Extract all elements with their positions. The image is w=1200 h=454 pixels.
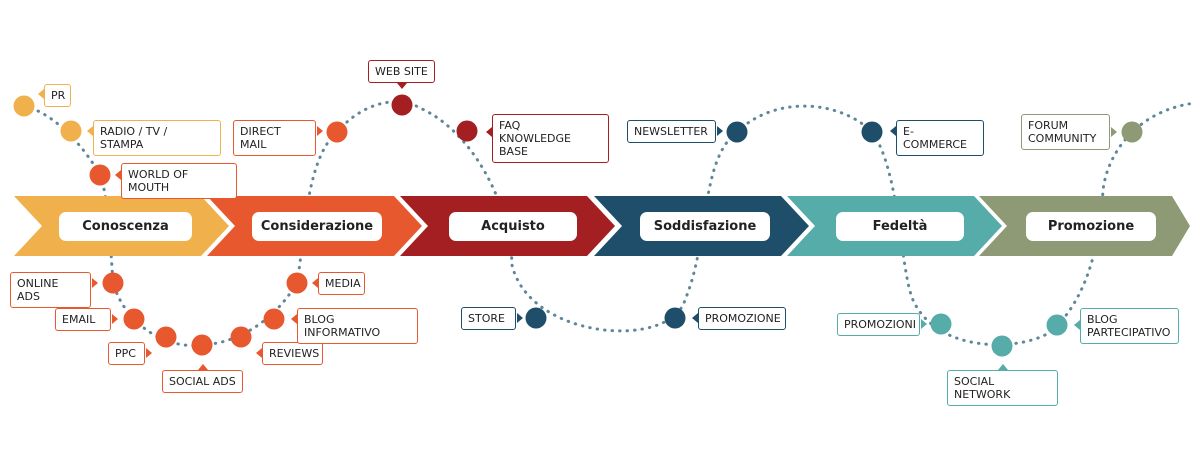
touchpoint-label-ppc: PPC — [108, 342, 145, 365]
touchpoint-dot-online-ads — [102, 272, 124, 294]
touchpoint-dot-social-ads — [191, 334, 213, 356]
touchpoint-label-media: MEDIA — [318, 272, 365, 295]
touchpoint-pointer-direct-mail — [317, 126, 323, 136]
touchpoint-label-radio-tv-stampa: RADIO / TV / STAMPA — [93, 120, 221, 156]
touchpoint-dot-web-site — [391, 94, 413, 116]
touchpoint-dot-direct-mail — [326, 121, 348, 143]
touchpoint-pointer-social-ads — [197, 364, 208, 370]
touchpoint-pointer-pr — [38, 89, 44, 99]
touchpoint-label-direct-mail: DIRECT MAIL — [233, 120, 316, 156]
touchpoint-label-web-site: WEB SITE — [368, 60, 435, 83]
touchpoint-pointer-blog-partecipativo — [1074, 320, 1080, 330]
touchpoint-dot-world-of-mouth — [89, 164, 111, 186]
touchpoint-label-e-commerce: E-COMMERCE — [896, 120, 984, 156]
touchpoint-label-online-ads: ONLINE ADS — [10, 272, 91, 308]
touchpoint-dot-e-commerce — [861, 121, 883, 143]
touchpoint-label-social-network: SOCIAL NETWORK — [947, 370, 1058, 406]
stage-label-promozione: Promozione — [1026, 212, 1156, 241]
touchpoint-label-blog-informativo: BLOG INFORMATIVO — [297, 308, 418, 344]
touchpoint-label-faq: FAQ KNOWLEDGE BASE — [492, 114, 609, 163]
touchpoint-pointer-email — [112, 314, 118, 324]
touchpoint-label-promozioni: PROMOZIONI — [837, 313, 920, 336]
touchpoint-pointer-promozioni — [921, 319, 927, 329]
touchpoint-dot-ppc — [155, 326, 177, 348]
touchpoint-label-email: EMAIL — [55, 308, 111, 331]
touchpoint-dot-email — [123, 308, 145, 330]
touchpoint-pointer-reviews — [256, 348, 262, 358]
touchpoint-dot-blog-informativo — [263, 308, 285, 330]
touchpoint-label-pr: PR — [44, 84, 71, 107]
stage-label-conoscenza: Conoscenza — [59, 212, 192, 241]
touchpoint-label-newsletter: NEWSLETTER — [627, 120, 716, 143]
touchpoint-pointer-online-ads — [92, 278, 98, 288]
touchpoint-pointer-blog-informativo — [291, 314, 297, 324]
touchpoint-label-store: STORE — [461, 307, 516, 330]
stage-label-fedelta: Fedeltà — [836, 212, 964, 241]
touchpoint-dot-store — [525, 307, 547, 329]
stage-label-considerazione: Considerazione — [252, 212, 382, 241]
touchpoint-dot-promozioni — [930, 313, 952, 335]
touchpoint-dot-blog-partecipativo — [1046, 314, 1068, 336]
touchpoint-pointer-faq — [486, 126, 492, 137]
stage-label-acquisto: Acquisto — [449, 212, 577, 241]
touchpoint-dot-faq — [456, 120, 478, 142]
touchpoint-dot-social-network — [991, 335, 1013, 357]
touchpoint-pointer-promozione-tp — [692, 313, 698, 323]
touchpoint-dot-pr — [13, 95, 35, 117]
touchpoint-dot-newsletter — [726, 121, 748, 143]
touchpoint-pointer-e-commerce — [890, 126, 896, 136]
touchpoint-dot-radio-tv-stampa — [60, 120, 82, 142]
touchpoint-label-promozione-tp: PROMOZIONE — [698, 307, 786, 330]
touchpoint-label-reviews: REVIEWS — [262, 342, 323, 365]
touchpoint-dot-media — [286, 272, 308, 294]
touchpoint-pointer-store — [517, 313, 523, 323]
touchpoint-label-social-ads: SOCIAL ADS — [162, 370, 243, 393]
touchpoint-pointer-forum-community — [1111, 127, 1117, 137]
touchpoint-dot-reviews — [230, 326, 252, 348]
touchpoint-dot-promozione-tp — [664, 307, 686, 329]
touchpoint-pointer-web-site — [396, 83, 407, 89]
touchpoint-pointer-social-network — [997, 364, 1008, 370]
touchpoint-label-world-of-mouth: WORLD OF MOUTH — [121, 163, 237, 199]
touchpoint-dot-forum-community — [1121, 121, 1143, 143]
touchpoint-pointer-newsletter — [717, 126, 723, 136]
touchpoint-pointer-radio-tv-stampa — [87, 126, 93, 136]
stage-label-soddisfazione: Soddisfazione — [640, 212, 770, 241]
touchpoint-label-blog-partecipativo: BLOG PARTECIPATIVO — [1080, 308, 1179, 344]
touchpoint-pointer-ppc — [146, 347, 152, 358]
touchpoint-pointer-world-of-mouth — [115, 169, 121, 180]
touchpoint-label-forum-community: FORUM COMMUNITY — [1021, 114, 1110, 150]
touchpoint-pointer-media — [312, 278, 318, 288]
